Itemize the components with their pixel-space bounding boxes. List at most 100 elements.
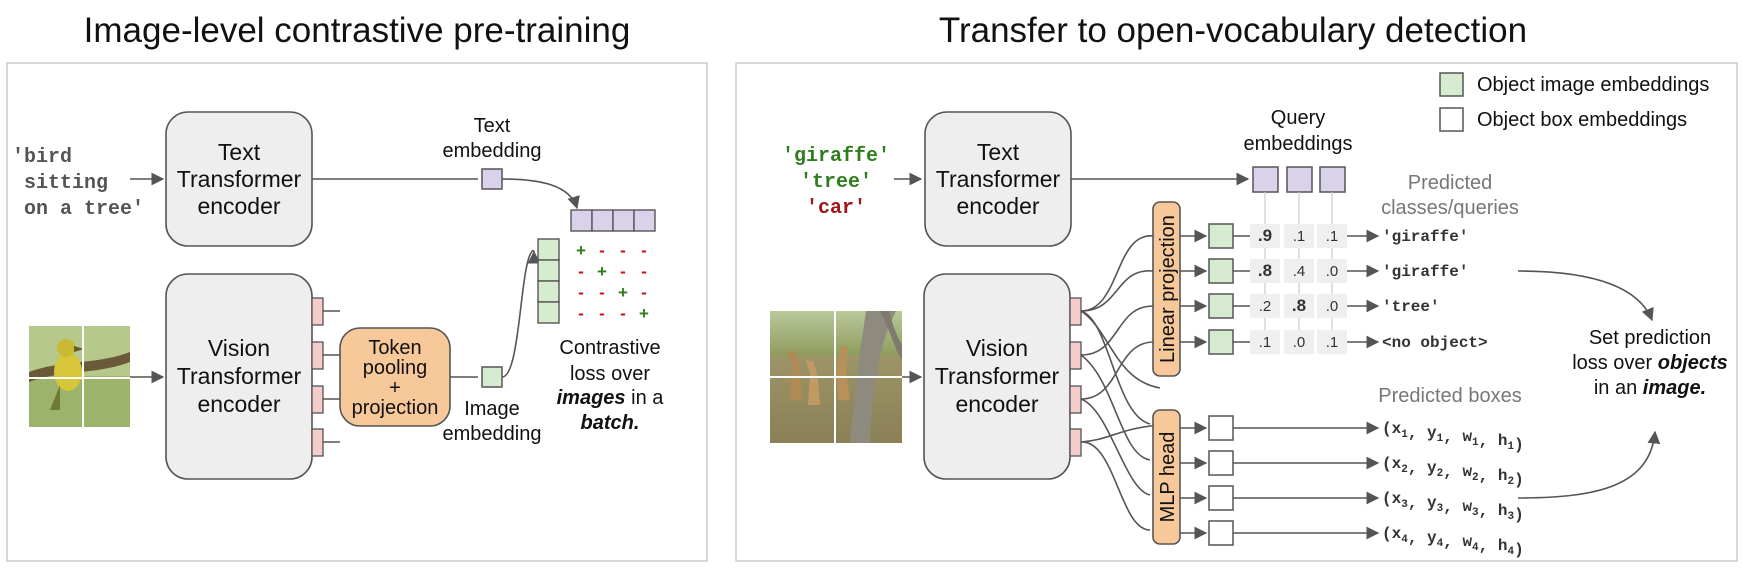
query-texts: 'giraffe' 'tree' 'car' bbox=[782, 145, 890, 220]
class-output-label: <no object> bbox=[1382, 334, 1488, 352]
object-box-embeddings bbox=[1180, 415, 1234, 546]
svg-text:Transformer: Transformer bbox=[936, 166, 1061, 192]
svg-text:MLP head: MLP head bbox=[1157, 432, 1179, 523]
right-text-transformer-encoder: Text Transformer encoder bbox=[924, 111, 1072, 247]
batch-text-embeddings bbox=[570, 209, 656, 232]
box-output-label: (x4, y4, w4, h4) bbox=[1382, 525, 1524, 559]
class-output-label: 'tree' bbox=[1382, 298, 1440, 316]
svg-text:Vision: Vision bbox=[966, 335, 1028, 361]
svg-text:batch.: batch. bbox=[581, 412, 640, 434]
giraffe-image bbox=[770, 311, 902, 443]
svg-text:Predicted: Predicted bbox=[1408, 172, 1493, 194]
token-pooling-box: Token pooling + projection bbox=[339, 327, 451, 427]
svg-text:sitting: sitting bbox=[24, 172, 108, 195]
svg-text:projection: projection bbox=[352, 397, 439, 419]
score-cell: .1 bbox=[1326, 228, 1339, 245]
text-transformer-encoder: Text Transformer encoder bbox=[165, 111, 313, 247]
svg-text:Query: Query bbox=[1271, 107, 1325, 129]
score-cell: .0 bbox=[1326, 298, 1339, 315]
caption-text: 'bird sitting on a tree' bbox=[12, 146, 144, 221]
sign-cell: + bbox=[576, 241, 586, 260]
class-output-label: 'giraffe' bbox=[1382, 263, 1468, 281]
score-cell: .8 bbox=[1292, 296, 1306, 315]
svg-text:Linear projection: Linear projection bbox=[1157, 215, 1179, 363]
svg-text:'bird: 'bird bbox=[12, 146, 72, 169]
sign-cell: - bbox=[599, 283, 605, 302]
text-embedding-square bbox=[481, 168, 503, 190]
right-panel-title: Transfer to open-vocabulary detection bbox=[939, 11, 1527, 50]
score-cell-bg bbox=[1250, 330, 1280, 354]
score-cell-bg bbox=[1250, 259, 1280, 283]
sign-cell: + bbox=[597, 262, 607, 281]
legend-label-box: Object box embeddings bbox=[1477, 109, 1687, 131]
sign-cell: - bbox=[620, 241, 626, 260]
score-cell: .1 bbox=[1293, 228, 1306, 245]
svg-text:Text: Text bbox=[474, 115, 511, 137]
svg-text:+: + bbox=[389, 377, 401, 399]
svg-text:loss over: loss over bbox=[570, 363, 650, 385]
score-cell-bg bbox=[1284, 224, 1314, 248]
svg-text:'tree': 'tree' bbox=[800, 171, 872, 194]
sign-cell: - bbox=[620, 304, 626, 323]
box-output-label: (x3, y3, w3, h3) bbox=[1382, 490, 1524, 524]
legend-label-image: Object image embeddings bbox=[1477, 74, 1709, 96]
score-cell: .9 bbox=[1258, 226, 1272, 245]
svg-text:Transformer: Transformer bbox=[935, 363, 1060, 389]
box-outputs: (x1, y1, w1, h1)(x2, y2, w2, h2)(x3, y3,… bbox=[1233, 420, 1524, 559]
right-panel-frame bbox=[735, 62, 1738, 562]
box-output-label: (x2, y2, w2, h2) bbox=[1382, 455, 1524, 489]
svg-text:Contrastive: Contrastive bbox=[559, 337, 660, 359]
sign-cell: - bbox=[641, 283, 647, 302]
vision-token-patches bbox=[311, 297, 324, 457]
text-embedding-label: Text embedding bbox=[443, 115, 542, 162]
svg-text:on a tree': on a tree' bbox=[24, 198, 144, 221]
svg-text:Vision: Vision bbox=[208, 335, 270, 361]
svg-text:encoder: encoder bbox=[197, 193, 280, 219]
query-embeddings-label: Query embeddings bbox=[1244, 107, 1353, 155]
sign-cell: - bbox=[599, 304, 605, 323]
svg-text:embedding: embedding bbox=[443, 140, 542, 162]
linear-projection-box: Linear projection bbox=[1152, 201, 1181, 377]
sign-cell: + bbox=[639, 304, 649, 323]
sign-cell: - bbox=[641, 262, 647, 281]
svg-text:Token: Token bbox=[368, 337, 421, 359]
svg-text:images in a: images in a bbox=[557, 387, 665, 409]
legend-swatch-box bbox=[1439, 107, 1464, 132]
score-cell-bg bbox=[1317, 294, 1347, 318]
score-cell-bg bbox=[1284, 259, 1314, 283]
left-panel-title: Image-level contrastive pre-training bbox=[84, 11, 631, 50]
svg-text:encoder: encoder bbox=[956, 193, 1039, 219]
svg-text:Text: Text bbox=[218, 139, 261, 165]
svg-text:Image: Image bbox=[464, 398, 520, 420]
score-cell-bg bbox=[1284, 294, 1314, 318]
mlp-head-box: MLP head bbox=[1152, 409, 1181, 545]
score-cell: .0 bbox=[1293, 334, 1306, 351]
right-vision-transformer-encoder: Vision Transformer encoder bbox=[923, 273, 1071, 480]
score-cell-bg bbox=[1250, 224, 1280, 248]
box-output-label: (x1, y1, w1, h1) bbox=[1382, 420, 1524, 454]
predicted-classes-label: Predicted classes/queries bbox=[1381, 172, 1519, 219]
score-cell-bg bbox=[1317, 330, 1347, 354]
right-vision-token-patches bbox=[1069, 297, 1082, 457]
svg-text:embeddings: embeddings bbox=[1244, 133, 1353, 155]
score-cell-bg bbox=[1284, 330, 1314, 354]
score-cell: .0 bbox=[1326, 263, 1339, 280]
sign-cell: - bbox=[641, 241, 647, 260]
svg-text:encoder: encoder bbox=[197, 391, 280, 417]
svg-text:encoder: encoder bbox=[955, 391, 1038, 417]
svg-text:Transformer: Transformer bbox=[177, 363, 302, 389]
svg-text:'giraffe': 'giraffe' bbox=[782, 145, 890, 168]
svg-text:Set prediction: Set prediction bbox=[1589, 327, 1711, 349]
legend-swatch-image bbox=[1439, 72, 1464, 97]
sign-cell: - bbox=[578, 304, 584, 323]
score-cell: .8 bbox=[1258, 261, 1272, 280]
svg-text:pooling: pooling bbox=[363, 357, 428, 379]
sign-cell: - bbox=[599, 241, 605, 260]
score-cell: .4 bbox=[1293, 263, 1306, 280]
class-outputs: 'giraffe''giraffe''tree'<no object> bbox=[1347, 228, 1488, 352]
svg-text:Transformer: Transformer bbox=[177, 166, 302, 192]
svg-text:loss over objects: loss over objects bbox=[1572, 352, 1728, 374]
image-embedding-label: Image embedding bbox=[443, 398, 542, 445]
contrastive-loss-label: Contrastive loss over images in a batch. bbox=[557, 337, 665, 434]
batch-image-embeddings bbox=[537, 238, 560, 324]
